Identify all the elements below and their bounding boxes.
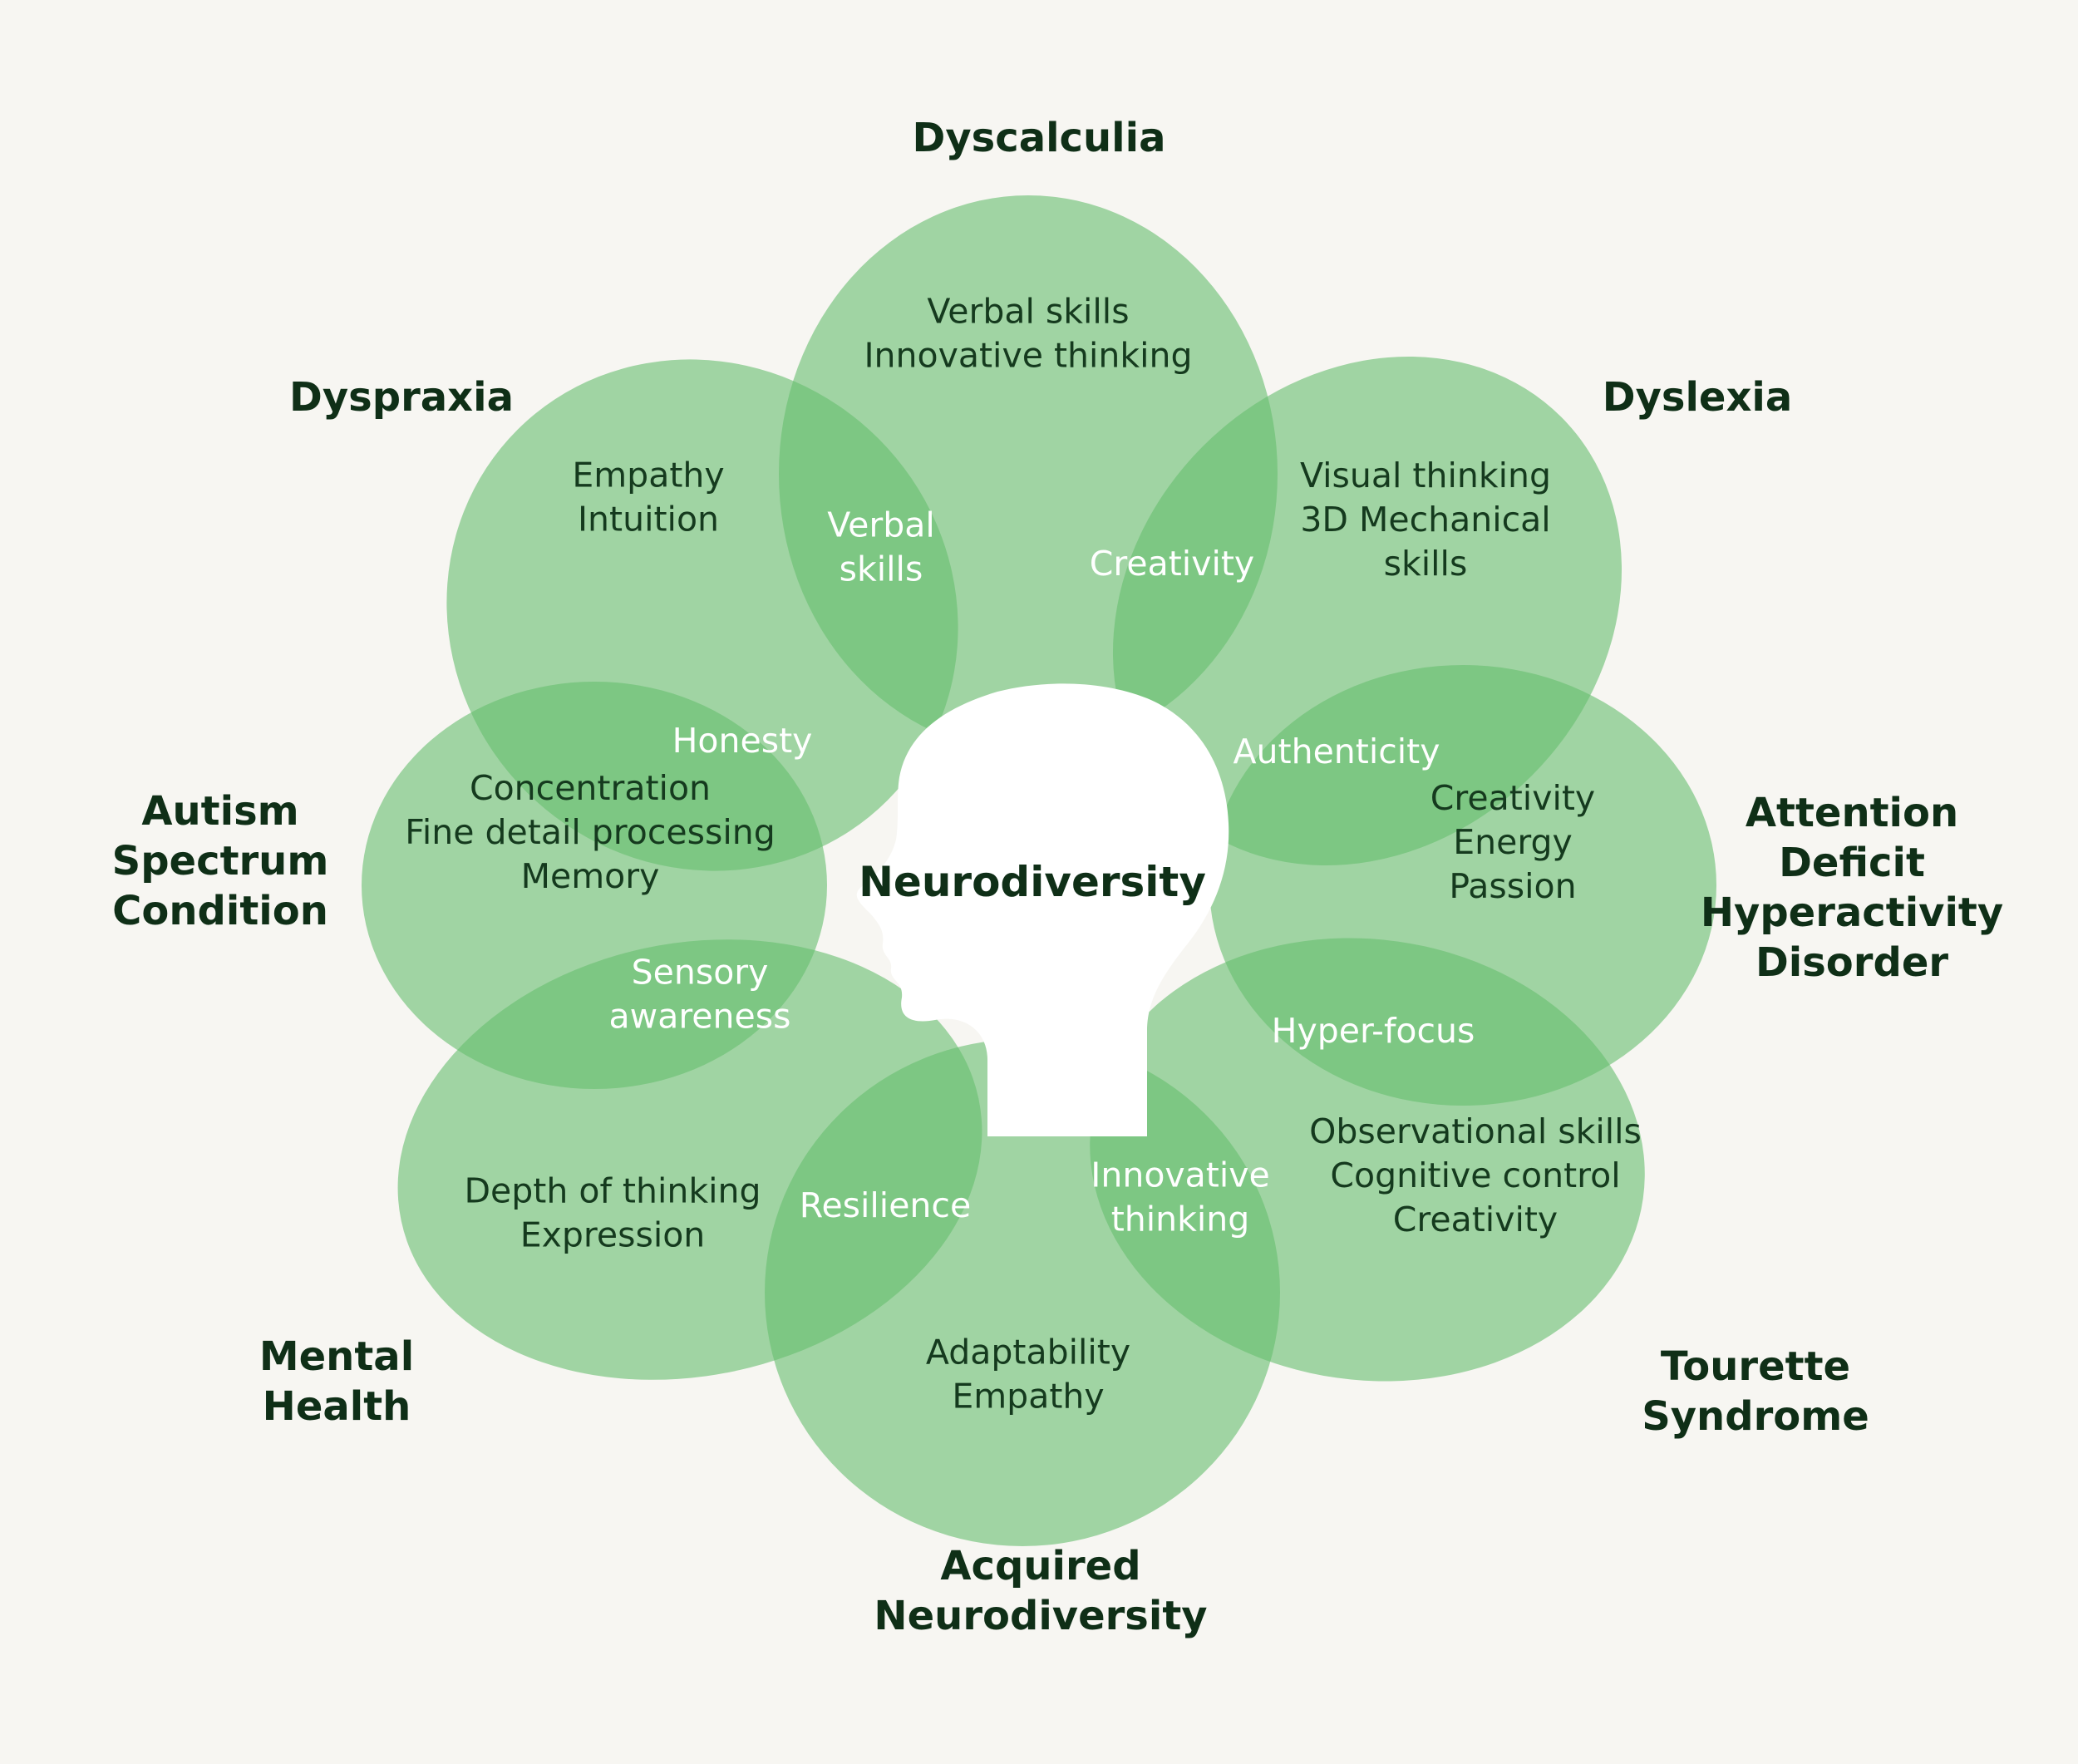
- category-label-tourette: Tourette: [1661, 1343, 1850, 1390]
- strength-empathy: Empathy: [952, 1377, 1104, 1417]
- strength-3d-mechanical: 3D Mechanical: [1300, 500, 1550, 540]
- strength-passion: Passion: [1449, 866, 1576, 906]
- shared-strength-innovative-thinking: thinking: [1111, 1200, 1250, 1239]
- petal-dyspraxia: [446, 359, 958, 871]
- shared-strength-innovative-thinking: Innovative: [1091, 1155, 1270, 1195]
- strength-creativity: Creativity: [1393, 1200, 1558, 1239]
- shared-strength-hyper-focus: Hyper-focus: [1272, 1011, 1475, 1051]
- strength-observational-skills: Observational skills: [1309, 1111, 1642, 1151]
- strength-energy: Energy: [1453, 822, 1573, 862]
- category-label-adhd: Attention: [1746, 790, 1958, 836]
- category-label-mental-health: Health: [263, 1383, 411, 1430]
- strength-concentration: Concentration: [470, 768, 711, 808]
- strength-verbal-skills: Verbal skills: [927, 292, 1129, 332]
- category-label-adhd: Disorder: [1755, 939, 1948, 986]
- strength-empathy: Empathy: [572, 456, 724, 495]
- category-label-dyslexia: Dyslexia: [1603, 374, 1793, 421]
- petals: [362, 195, 1716, 1546]
- category-label-acquired: Neurodiversity: [874, 1593, 1207, 1639]
- category-label-tourette: Syndrome: [1642, 1393, 1869, 1440]
- strength-expression: Expression: [520, 1215, 706, 1255]
- strength-visual-thinking: Visual thinking: [1300, 456, 1551, 495]
- category-label-autism: Autism: [141, 788, 298, 835]
- shared-strength-verbal-skills: skills: [840, 549, 923, 589]
- category-label-autism: Condition: [112, 888, 328, 934]
- strength-fine-detail-processing: Fine detail processing: [405, 812, 775, 852]
- category-label-acquired: Acquired: [940, 1543, 1140, 1589]
- shared-strength-verbal-skills: Verbal: [827, 505, 935, 545]
- center-label: Neurodiversity: [859, 858, 1206, 906]
- strength-skills: skills: [1384, 544, 1468, 584]
- category-label-autism: Spectrum: [112, 838, 329, 884]
- category-label-dyspraxia: Dyspraxia: [289, 374, 514, 421]
- shared-strength-honesty: Honesty: [672, 721, 813, 761]
- shared-strength-creativity: Creativity: [1090, 544, 1254, 584]
- strength-intuition: Intuition: [578, 500, 719, 540]
- shared-strength-resilience: Resilience: [800, 1185, 971, 1225]
- strength-innovative-thinking: Innovative thinking: [864, 336, 1192, 376]
- strength-memory: Memory: [521, 856, 660, 896]
- shared-strength-sensory-awareness: awareness: [609, 997, 791, 1037]
- category-label-mental-health: Mental: [259, 1333, 414, 1380]
- shared-strength-authenticity: Authenticity: [1233, 732, 1440, 771]
- strength-creativity: Creativity: [1430, 778, 1595, 818]
- strength-adaptability: Adaptability: [926, 1333, 1130, 1372]
- category-label-adhd: Deficit: [1779, 840, 1925, 886]
- strength-depth-of-thinking: Depth of thinking: [464, 1171, 761, 1211]
- head-silhouette-icon: [856, 683, 1229, 1136]
- strength-cognitive-control: Cognitive control: [1330, 1155, 1620, 1195]
- category-label-dyscalculia: Dyscalculia: [913, 115, 1166, 161]
- category-label-adhd: Hyperactivity: [1701, 889, 2003, 936]
- shared-strength-sensory-awareness: Sensory: [632, 953, 769, 993]
